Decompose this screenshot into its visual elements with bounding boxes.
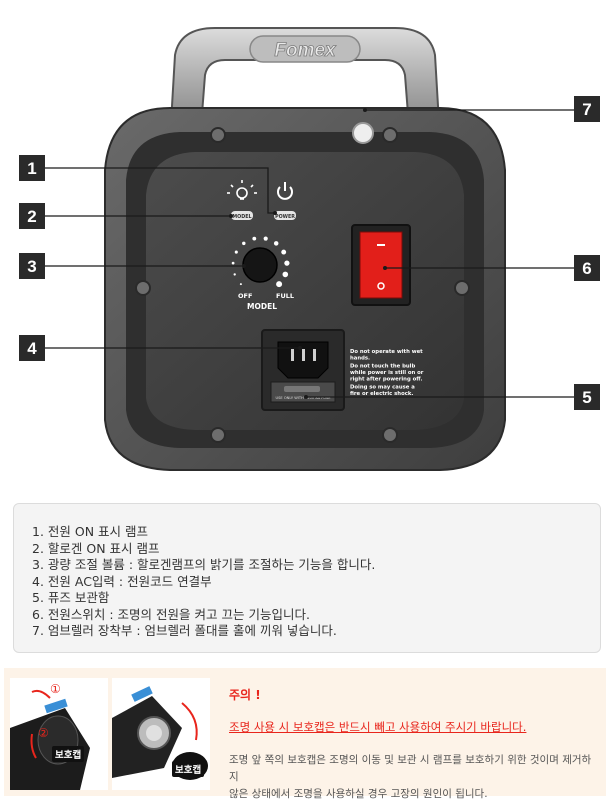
caution-title: 주의 ! [229,688,261,702]
step-1-marker: ① [50,682,61,696]
leader-lines [45,109,574,398]
control-panel: MODEL POWER OFF FULL MODEL USE ONLY WITH… [227,180,425,411]
brand-logo: Fomex [274,40,337,61]
legend-item: 3. 광량 조절 볼륨 : 할로겐램프의 밝기를 조절하는 기능을 합니다. [32,557,376,572]
svg-text:6: 6 [582,259,591,278]
legend-item: 5. 퓨즈 보관함 [32,590,110,605]
callout-6: 6 [574,255,600,281]
callout-1: 1 [19,155,45,181]
dial-scale-dot [273,241,279,246]
svg-text:2: 2 [27,207,36,226]
caution-warning: 조명 사용 시 보호캡은 반드시 빼고 사용하여 주시기 바랍니다. [229,720,527,734]
svg-text:3: 3 [27,257,36,276]
dial-scale-dot [282,271,289,278]
strobe-body [104,107,506,471]
callout-4: 4 [19,335,45,361]
dial-scale-dot [231,261,235,265]
callout-3: 3 [19,253,45,279]
svg-text:7: 7 [582,100,591,119]
dial-scale-dot [252,236,257,241]
feature-legend: 1. 전원 ON 표시 램프 2. 할로겐 ON 표시 램프 3. 광량 조절 … [13,503,601,653]
power-indicator-label: POWER [275,214,295,220]
dial-scale-dot [284,260,290,266]
cap-label: 보호캡 [172,761,205,777]
power-icon [277,182,293,200]
dial-scale-dot [234,250,238,254]
svg-text:4: 4 [27,339,37,358]
brightness-dial[interactable] [242,247,278,283]
product-rear-diagram: Fomex MODEL [19,27,600,471]
legend-item: 6. 전원스위치 : 조명의 전원을 켜고 끄는 기능입니다. [32,606,310,622]
dial-off-label: OFF [238,292,252,300]
dial-scale-dot [276,281,283,288]
fuse-label: USE ONLY WITH 250V 8A FUSE [276,396,332,400]
legend-item: 4. 전원 AC입력 : 전원코드 연결부 [32,573,212,589]
dial-scale-dot [263,236,268,241]
dial-full-label: FULL [276,292,294,300]
dial-scale [231,236,290,288]
dial-scale-dot [242,241,246,246]
dial-scale-dot [281,249,287,255]
screws [135,127,470,443]
umbrella-mount[interactable] [352,122,374,144]
callout-5: 5 [574,384,600,410]
power-switch[interactable] [359,231,403,299]
callout-7: 7 [574,96,600,122]
cap-label: 보호캡 [52,746,85,762]
dial-model-label: MODEL [247,302,277,311]
cap-removal-photo-2: 보호캡 [112,678,210,790]
safety-warning: Do not operate with wet hands. Do not to… [350,349,425,397]
caution-section: ① ② 보호캡 보호캡 주의 ! 조명 사용 시 보호캡은 반드시 빼고 사용하… [4,668,606,800]
legend-item: 2. 할로겐 ON 표시 램프 [32,540,160,556]
cap-removal-photo-1: ① ② 보호캡 [10,678,108,790]
dial-scale-dot [239,283,242,286]
dial-scale-dot [233,273,236,276]
svg-text:5: 5 [582,388,591,407]
step-2-marker: ② [38,726,49,740]
legend-item: 1. 전원 ON 표시 램프 [32,524,149,539]
bulb-icon [227,180,257,200]
legend-item: 7. 엄브렐러 장착부 : 엄브렐러 폴대를 홀에 끼워 넣습니다. [32,623,337,638]
model-indicator-label: MODEL [232,214,251,220]
caution-description: 조명 앞 쪽의 보호캡은 조명의 이동 및 보관 시 램프를 보호하기 위한 것… [229,754,592,800]
callout-2: 2 [19,203,45,229]
svg-text:1: 1 [27,159,36,178]
